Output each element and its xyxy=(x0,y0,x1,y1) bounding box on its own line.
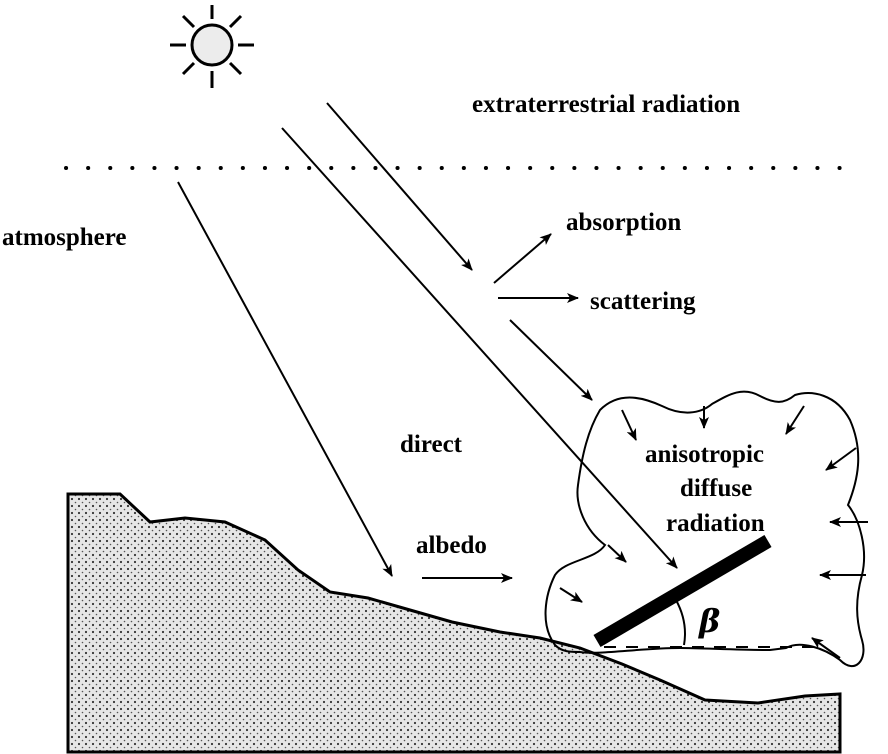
arrow-direct-to-panel xyxy=(281,127,678,569)
label-atmosphere: atmosphere xyxy=(2,224,127,251)
label-diffuse-line3: radiation xyxy=(666,510,765,537)
arrow-direct-to-ground xyxy=(177,181,393,577)
label-absorption: absorption xyxy=(566,209,681,236)
label-scattering: scattering xyxy=(590,288,696,315)
diffuse-cloud xyxy=(544,390,866,668)
tilt-angle-arc xyxy=(675,599,686,646)
arrow-scattered-down xyxy=(509,319,593,401)
terrain xyxy=(66,492,842,754)
arrow-incoming-1 xyxy=(326,102,473,271)
label-direct: direct xyxy=(400,431,463,458)
label-extraterrestrial: extraterrestrial radiation xyxy=(472,91,740,118)
label-angle-beta: β xyxy=(698,602,720,640)
label-albedo: albedo xyxy=(416,532,487,559)
arrow-absorption xyxy=(493,233,552,284)
sun-icon xyxy=(170,5,254,88)
tilted-panel xyxy=(593,534,772,648)
label-diffuse-line1: anisotropic xyxy=(645,441,764,468)
label-diffuse-line2: diffuse xyxy=(680,475,752,502)
diffuse-arrows xyxy=(559,405,868,659)
